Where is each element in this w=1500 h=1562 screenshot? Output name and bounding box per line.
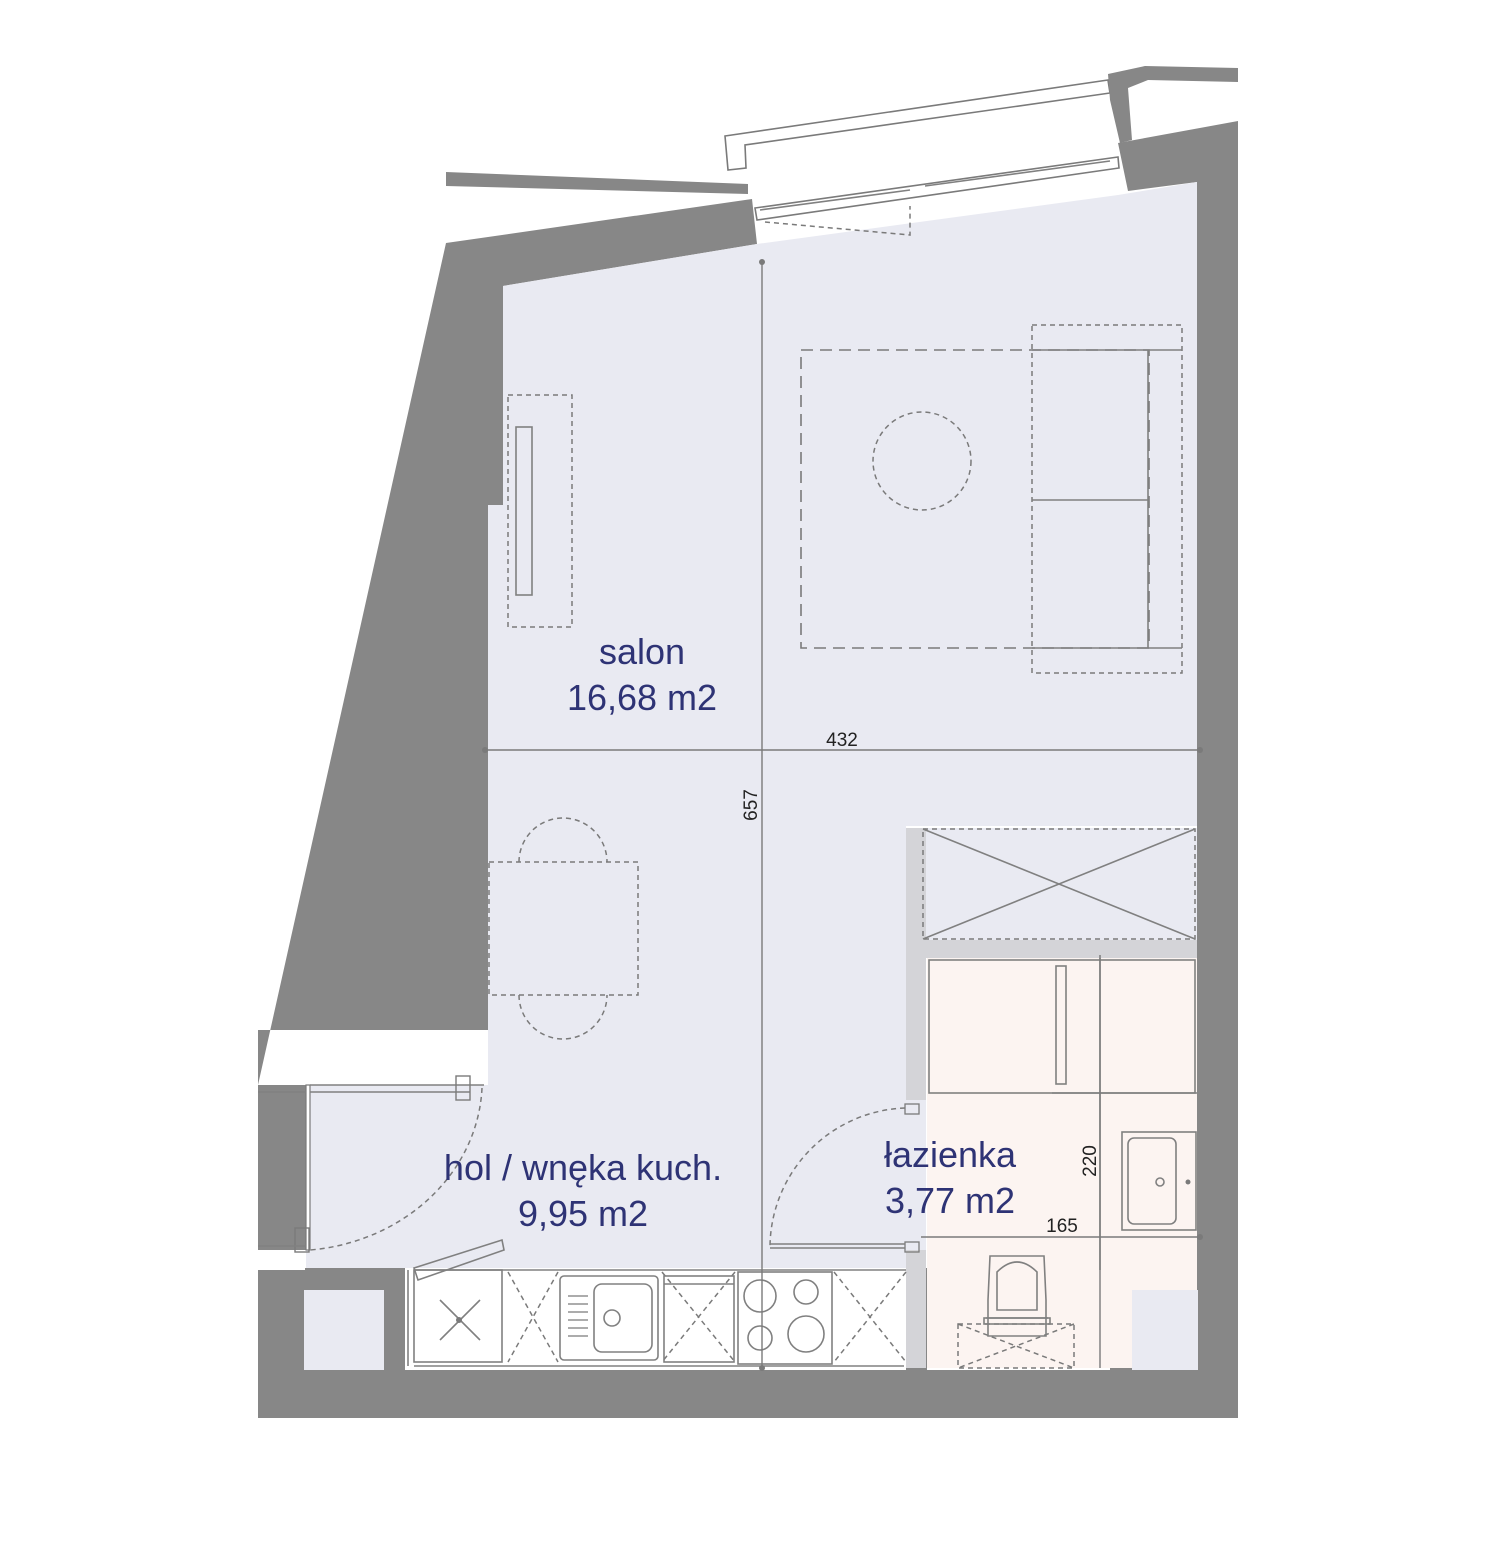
- room-area-bathroom: 3,77 m2: [885, 1180, 1015, 1221]
- pier-right: [1132, 1290, 1198, 1370]
- tv-cabinet: [507, 394, 573, 628]
- room-name-salon: salon: [599, 631, 685, 672]
- dining-table: [488, 817, 639, 1040]
- kitchen-counter: [407, 1238, 907, 1367]
- dimension-bath-width: 165: [1046, 1216, 1078, 1237]
- rug-and-table: [800, 349, 1150, 649]
- room-name-bathroom: łazienka: [884, 1134, 1017, 1175]
- bathroom-partition-top: [921, 940, 1197, 958]
- sofa: [1031, 324, 1183, 674]
- entrance-door: [258, 1075, 484, 1253]
- room-area-salon: 16,68 m2: [567, 677, 717, 718]
- room-area-hall-kitchen: 9,95 m2: [518, 1193, 648, 1234]
- bathroom-door: [769, 1103, 920, 1253]
- washbasin: [1121, 1131, 1197, 1231]
- dimension-height-main: 657: [741, 789, 762, 821]
- toilet: [957, 1255, 1075, 1369]
- dimension-lines: [482, 259, 1203, 1371]
- door-gap: [906, 1100, 926, 1250]
- room-name-hall-kitchen: hol / wnęka kuch.: [444, 1147, 722, 1188]
- balcony-window: [446, 66, 1238, 236]
- dimension-bath-height: 220: [1080, 1145, 1101, 1177]
- dimension-width-main: 432: [826, 730, 858, 751]
- pier-left: [304, 1290, 384, 1370]
- wardrobe: [922, 828, 1196, 940]
- salon-floor: [306, 182, 1197, 1268]
